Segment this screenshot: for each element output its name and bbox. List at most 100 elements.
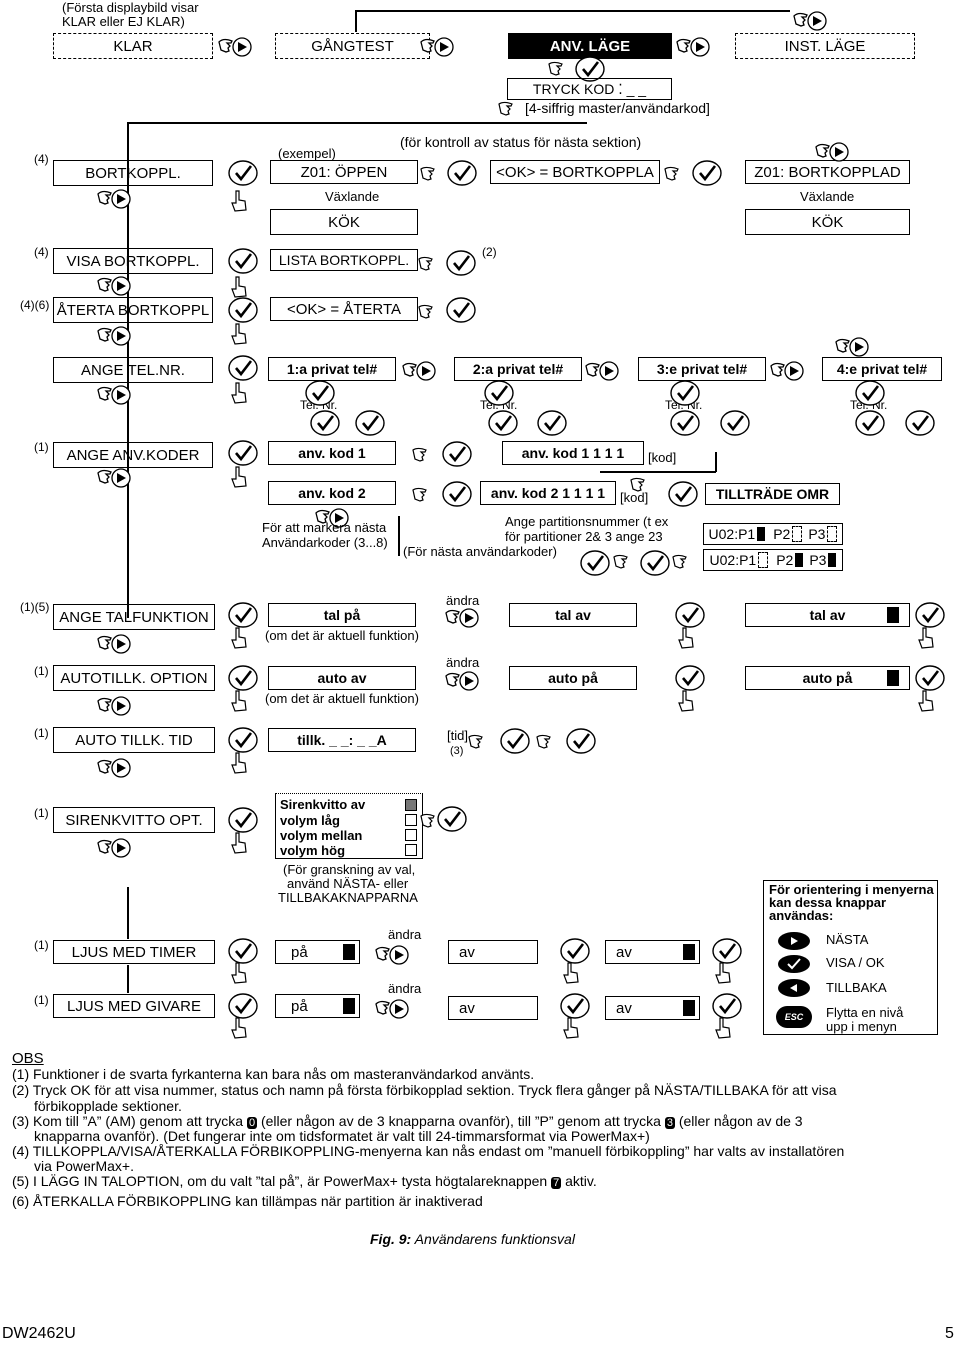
ok-icon[interactable] [915,665,945,691]
auto-tillk-tid-menu: AUTO TILLK. TID [53,727,215,753]
ok-icon[interactable] [580,550,610,576]
ok-icon[interactable] [537,410,567,436]
next-icon[interactable] [420,36,454,58]
ljus1-av-1: av [448,940,538,964]
ok-icon[interactable] [566,728,596,754]
next-icon[interactable] [97,275,131,297]
tal-pa: tal på [268,603,416,627]
ok-icon[interactable] [692,160,722,186]
siren-opt-3-check[interactable] [405,829,417,841]
next-icon[interactable] [97,695,131,717]
auto-pa-2: auto på [745,666,910,690]
next-icon[interactable] [97,384,131,406]
ok-icon[interactable] [310,410,340,436]
ok-icon[interactable] [446,297,476,323]
ok-icon[interactable] [228,807,258,833]
next-icon[interactable] [835,336,869,358]
next-icon[interactable] [815,141,849,163]
ok-icon[interactable] [228,440,258,466]
ok-icon[interactable] [488,410,518,436]
siren-opt-1: Sirenkvitto av [280,797,366,812]
ok-icon[interactable] [675,602,705,628]
anv-kod-1b: anv. kod [521,445,578,461]
next-button-icon[interactable] [776,930,812,952]
note-3a-part3: (eller någon av de 3 [678,1113,803,1129]
hand-icon [918,627,934,649]
ok-icon[interactable] [675,665,705,691]
ljus1-av-2: av [605,940,700,964]
ok-icon[interactable] [442,481,472,507]
ok-button-icon[interactable] [776,953,812,975]
next-icon[interactable] [445,607,479,629]
ok-icon[interactable] [484,380,514,406]
anv-kod-2-digits: 2 1 1 1 1 [550,485,606,501]
siren-opt-1-check[interactable] [405,799,417,811]
next-icon[interactable] [793,10,827,32]
ok-icon[interactable] [228,727,258,753]
ok-icon[interactable] [670,380,700,406]
next-icon[interactable] [97,325,131,347]
ok-icon[interactable] [560,993,590,1019]
ok-icon[interactable] [640,550,670,576]
ok-icon[interactable] [712,938,742,964]
ok-icon[interactable] [712,993,742,1019]
ok-icon[interactable] [437,806,467,832]
next-icon[interactable] [97,188,131,210]
next-icon[interactable] [97,633,131,655]
u02-label-b: U02:P1 [709,552,757,568]
doc-code: DW2462U [2,1325,76,1342]
next-icon[interactable] [676,36,710,58]
next-icon[interactable] [770,360,804,382]
ok-icon[interactable] [720,410,750,436]
ok-icon[interactable] [560,938,590,964]
next-icon[interactable] [97,757,131,779]
ok-icon[interactable] [905,410,935,436]
next-icon[interactable] [218,36,252,58]
siren-opt-4-check[interactable] [405,844,417,856]
kod-note: [4-siffrig master/användarkod] [525,100,710,116]
back-button-icon[interactable] [776,977,812,999]
ok-icon[interactable] [447,160,477,186]
ok-icon[interactable] [228,160,258,186]
next-icon[interactable] [97,837,131,859]
hand-icon [715,1017,731,1039]
ok-icon[interactable] [668,481,698,507]
ok-icon[interactable] [305,380,335,406]
ok-icon[interactable] [228,602,258,628]
ok-icon[interactable] [670,410,700,436]
next-icon[interactable] [97,467,131,489]
obs-title: OBS [12,1050,44,1067]
hand-icon [231,690,247,712]
ok-icon[interactable] [228,665,258,691]
legend-visa: VISA / OK [826,955,885,970]
next-icon[interactable] [402,360,436,382]
ok-icon[interactable] [228,993,258,1019]
next-icon[interactable] [585,360,619,382]
ok-icon[interactable] [855,410,885,436]
ok-icon[interactable] [355,410,385,436]
ok-icon[interactable] [228,297,258,323]
note-3a: (3) Kom till ”A” (AM) genom att trycka 0… [12,1113,803,1129]
esc-button-icon[interactable]: ESC [776,1006,812,1028]
ok-icon[interactable] [228,355,258,381]
hand-icon [678,627,694,649]
figure-caption: Fig. 9: Användarens funktionsval [370,1231,575,1247]
autot-aktuell: (om det är aktuell funktion) [265,691,419,706]
ok-icon[interactable] [500,728,530,754]
ok-icon[interactable] [855,380,885,406]
siren-opt-2-check[interactable] [405,814,417,826]
ok-icon[interactable] [228,938,258,964]
next-icon[interactable] [375,944,409,966]
ok-icon[interactable] [446,250,476,276]
next-icon[interactable] [375,998,409,1020]
ok-icon[interactable] [228,248,258,274]
ok-icon[interactable] [442,441,472,467]
autot-tag: (1) [34,664,49,678]
granskning-3: TILLBAKAKNAPPARNA [278,890,418,905]
finger-icon [536,734,551,749]
note-3b: knapparna ovanför). (Det fungerar inte o… [34,1128,650,1144]
ok-icon[interactable] [915,602,945,628]
ange-talfunktion-menu: ANGE TALFUNKTION [53,604,215,630]
next-icon[interactable] [445,670,479,692]
